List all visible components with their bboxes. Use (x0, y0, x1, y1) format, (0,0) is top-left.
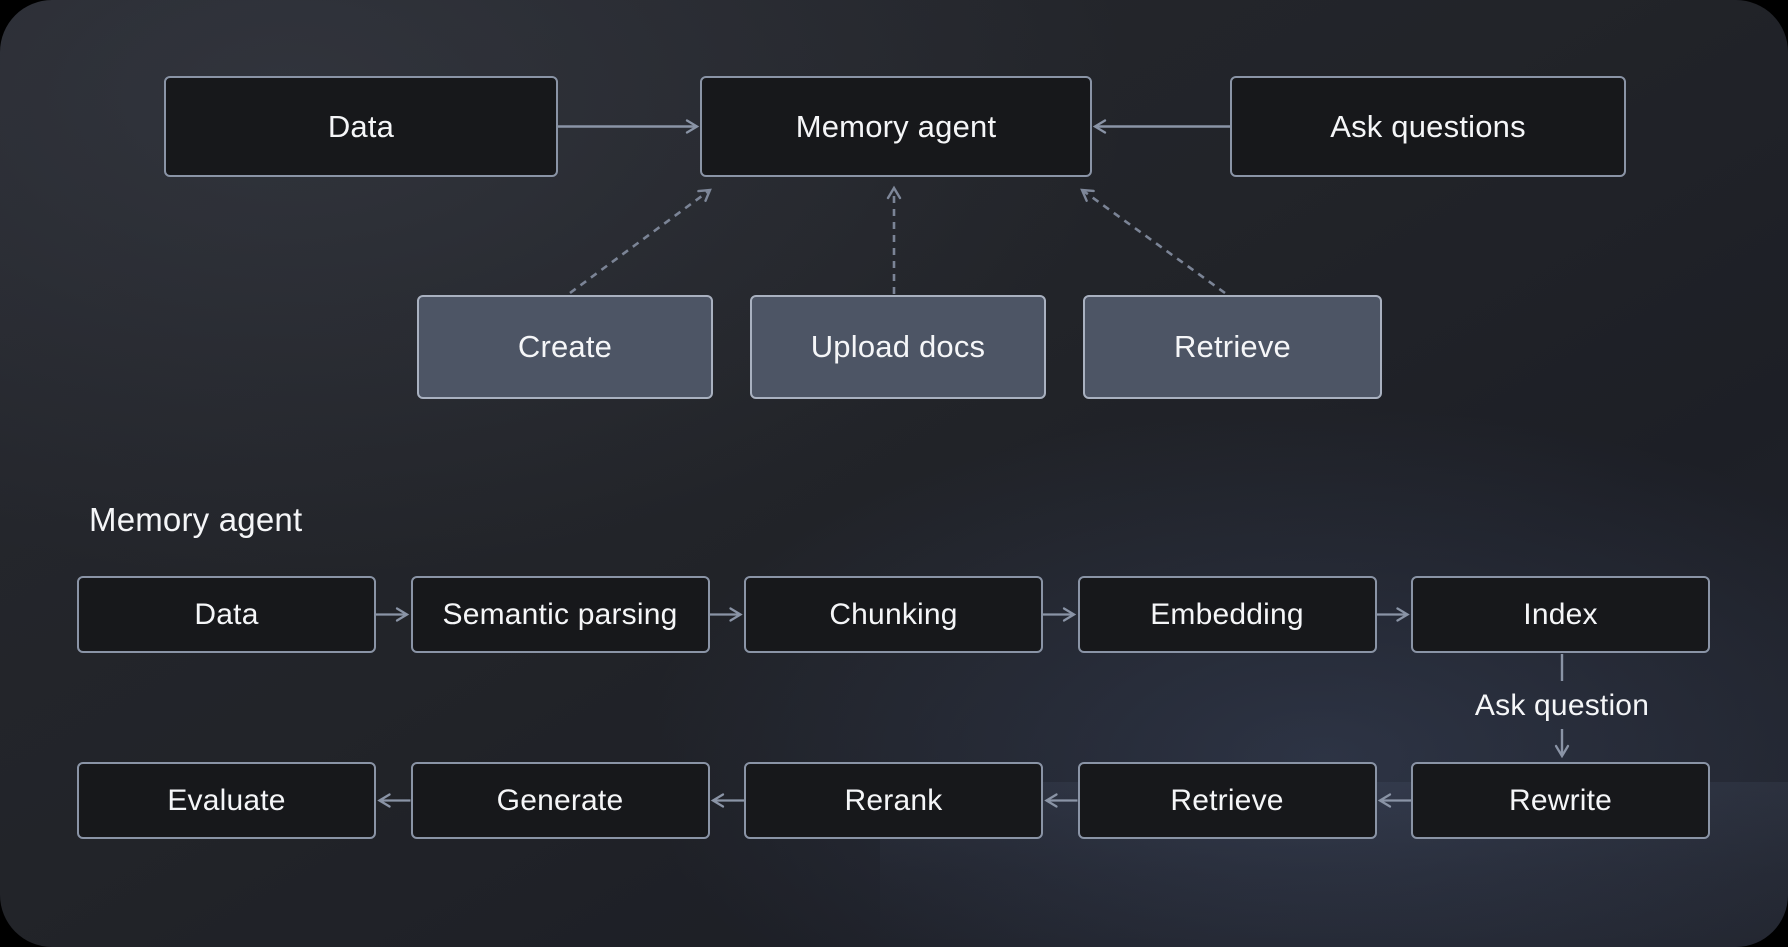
section-title-memory-agent: Memory agent (89, 501, 303, 538)
node-label: Retrieve (1173, 329, 1292, 364)
node-label: Embedding (1150, 597, 1304, 631)
node-label: Retrieve (1170, 783, 1284, 817)
node-label: Chunking (829, 597, 958, 631)
node-embedding: Embedding (1077, 576, 1377, 653)
node-evaluate: Evaluate (77, 762, 376, 839)
node-label: Memory agent (795, 108, 997, 144)
node-label: Data (327, 108, 395, 144)
node-label: Index (1523, 597, 1598, 631)
node-generate: Generate (410, 762, 710, 839)
dashed-arrow-create-to-memory-agent (569, 188, 712, 295)
node-data: Data (77, 576, 376, 653)
node-label: Upload docs (810, 329, 986, 364)
node-label: Create (517, 329, 613, 364)
node-upload-docs: Upload docs (750, 295, 1046, 399)
node-memory-agent: Memory agent (700, 76, 1092, 177)
node-semantic-parsing: Semantic parsing (410, 576, 710, 653)
node-data-source: Data (164, 76, 558, 177)
node-label: Rerank (844, 783, 943, 817)
node-retrieve: Retrieve (1077, 762, 1377, 839)
node-label: Data (194, 597, 259, 631)
node-create: Create (417, 295, 713, 399)
node-rewrite: Rewrite (1411, 762, 1710, 839)
node-label: Evaluate (167, 783, 286, 817)
node-label: Semantic parsing (442, 597, 678, 631)
node-label: Generate (496, 783, 624, 817)
node-retrieve-action: Retrieve (1083, 295, 1382, 399)
connector-label-ask-question: Ask question (1474, 689, 1650, 722)
node-rerank: Rerank (744, 762, 1043, 839)
node-ask-questions: Ask questions (1230, 76, 1626, 177)
node-chunking: Chunking (744, 576, 1043, 653)
node-label: Ask questions (1330, 108, 1526, 144)
dashed-arrow-retrieve-to-memory-agent (1080, 188, 1226, 295)
node-label: Rewrite (1508, 783, 1613, 817)
node-index: Index (1411, 576, 1710, 653)
